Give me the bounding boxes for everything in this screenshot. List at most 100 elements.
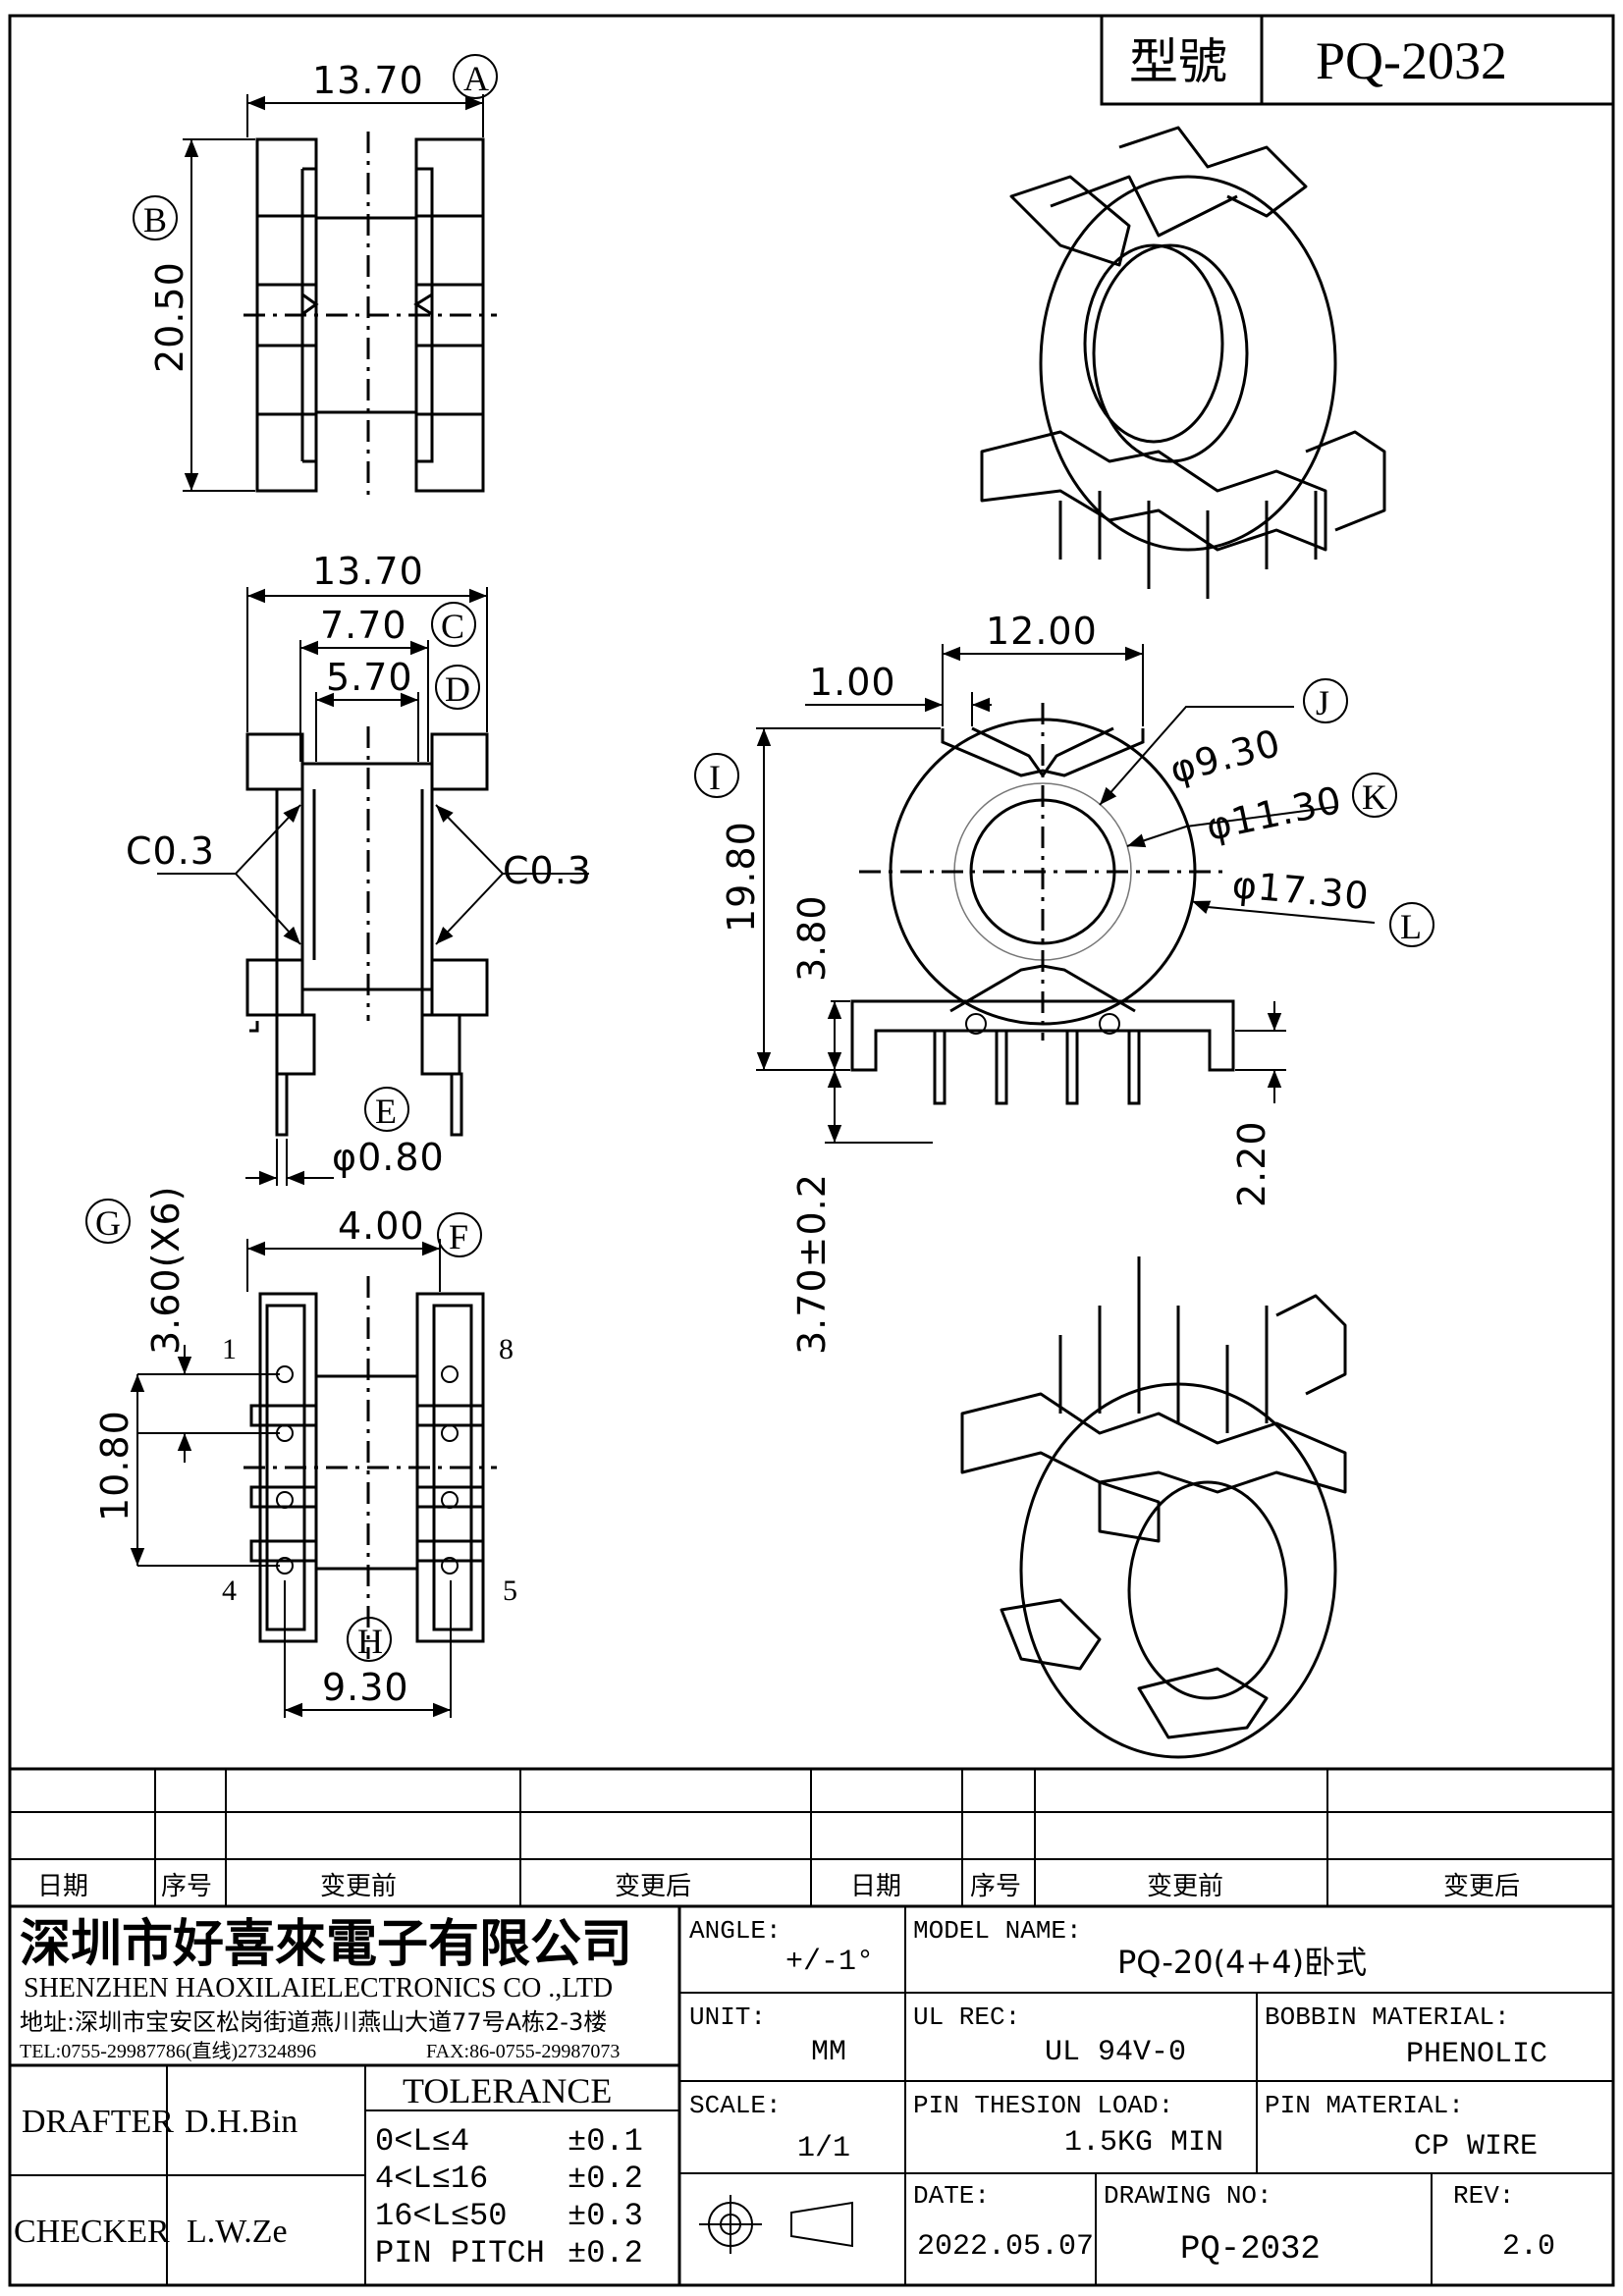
callout-e-circle <box>364 1087 409 1132</box>
rev-header-date-1: 日期 <box>37 1872 88 1901</box>
pin-hole <box>276 1491 294 1509</box>
rev-label: REV: <box>1453 2181 1514 2211</box>
model-header-value: PQ-2032 <box>1316 31 1507 90</box>
callout-d-circle <box>435 665 480 710</box>
angle-label: ANGLE: <box>689 1916 782 1946</box>
dim-dia-k: φ11.30 <box>1203 778 1346 849</box>
company-address: 地址:深圳市宝安区松岗街道燕川燕山大道77号A栋2-3楼 <box>20 2008 607 2036</box>
tol-range-4: PIN PITCH <box>375 2235 545 2271</box>
model-name-value: PQ-20(4+4)卧式 <box>1117 1944 1367 1981</box>
iso-view-bottom <box>960 1256 1347 1759</box>
rev-header-seq-2: 序号 <box>970 1872 1021 1901</box>
callout-k: K <box>1362 777 1387 817</box>
pin-label-1: 1 <box>222 1333 237 1365</box>
drawing-no-label: DRAWING NO: <box>1104 2181 1272 2211</box>
tol-range-2: 4<L≤16 <box>375 2161 488 2197</box>
dim-front-height: 19.80 <box>720 821 763 933</box>
dim-chamfer-right: C0.3 <box>503 849 592 892</box>
pin-hole <box>441 1491 459 1509</box>
pin-mat-value: CP WIRE <box>1414 2130 1538 2163</box>
ul-label: UL REC: <box>913 2002 1020 2032</box>
dim-top-width: 13.70 <box>312 59 424 102</box>
dim-dia-l: φ17.30 <box>1230 863 1371 918</box>
callout-f: F <box>449 1217 468 1256</box>
drafter-label: DRAFTER <box>22 2104 174 2140</box>
checker-label: CHECKER <box>14 2214 170 2250</box>
callout-b: B <box>143 200 167 240</box>
revision-table <box>10 1767 1613 1908</box>
rev-header-after-1: 变更后 <box>615 1872 691 1901</box>
callout-l: L <box>1400 907 1422 946</box>
dim-front-width: 12.00 <box>986 610 1098 653</box>
callout-e: E <box>375 1092 397 1131</box>
model-header-label: 型號 <box>1129 33 1227 90</box>
callout-h-circle <box>347 1617 392 1662</box>
pin-label-8: 8 <box>499 1333 514 1365</box>
checker-value: L.W.Ze <box>187 2214 288 2250</box>
tol-range-3: 16<L≤50 <box>375 2198 507 2234</box>
callout-i: I <box>709 758 721 797</box>
dim-chamfer-left: C0.3 <box>126 829 215 873</box>
date-value: 2022.05.07 <box>917 2230 1094 2264</box>
tolerance-title: TOLERANCE <box>403 2071 612 2110</box>
callout-k-circle <box>1352 773 1397 818</box>
dim-side-width: 13.70 <box>312 550 424 593</box>
bobbin-label: BOBBIN MATERIAL: <box>1265 2002 1510 2032</box>
dim-row-spacing: 9.30 <box>322 1666 409 1709</box>
pin-mat-label: PIN MATERIAL: <box>1265 2091 1464 2120</box>
dim-pin-spacing: 4.00 <box>338 1204 425 1248</box>
callout-f-circle <box>437 1212 482 1257</box>
tol-range-1: 0<L≤4 <box>375 2123 469 2160</box>
callout-a: A <box>463 59 489 98</box>
pin-label-4: 4 <box>222 1575 237 1607</box>
load-value: 1.5KG MIN <box>1064 2126 1223 2160</box>
dim-front-base: 3.80 <box>790 894 834 982</box>
callout-g-circle <box>85 1199 131 1244</box>
tol-value-2: ±0.2 <box>568 2161 643 2197</box>
title-block-grid <box>10 1906 1613 2285</box>
callout-h: H <box>357 1622 383 1661</box>
side-view <box>157 587 589 1186</box>
drafter-value: D.H.Bin <box>185 2104 298 2140</box>
pin-hole <box>276 1424 294 1442</box>
sheet-border <box>8 14 1615 2287</box>
pin-hole <box>276 1365 294 1383</box>
bobbin-value: PHENOLIC <box>1406 2038 1547 2071</box>
company-name-cn: 深圳市好喜來電子有限公司 <box>20 1915 632 1974</box>
pin-hole <box>441 1424 459 1442</box>
scale-label: SCALE: <box>689 2091 782 2120</box>
rev-header-after-2: 变更后 <box>1443 1872 1520 1901</box>
company-fax: FAX:86-0755-29987073 <box>426 2041 620 2062</box>
date-label: DATE: <box>913 2181 990 2211</box>
rev-header-seq-1: 序号 <box>161 1872 212 1901</box>
rev-value: 2.0 <box>1502 2230 1555 2264</box>
pin-hole <box>441 1557 459 1575</box>
iso-view-top <box>980 126 1386 599</box>
callout-a-circle <box>453 54 498 99</box>
callout-b-circle <box>133 195 178 240</box>
callout-c-circle <box>431 602 476 647</box>
dim-top-height: 20.50 <box>148 261 191 373</box>
company-tel: TEL:0755-29987786(直线)27324896 <box>20 2040 316 2062</box>
callout-l-circle <box>1389 902 1434 947</box>
dim-side-d: 5.70 <box>326 656 413 699</box>
callout-j: J <box>1316 683 1329 722</box>
callout-i-circle <box>694 753 739 798</box>
dim-side-c: 7.70 <box>320 604 407 647</box>
callout-c: C <box>441 607 464 646</box>
model-header: 型號 PQ-2032 <box>1100 14 1615 106</box>
dim-pin-len: 3.70±0.2 <box>790 1173 834 1355</box>
pin-holes <box>276 1365 459 1575</box>
pin-hole <box>441 1365 459 1383</box>
dim-front-step: 1.00 <box>809 661 896 704</box>
load-label: PIN THESION LOAD: <box>913 2091 1173 2120</box>
dim-pin-span: 10.80 <box>93 1410 136 1522</box>
bottom-view <box>130 1239 497 1718</box>
dim-pitch: 3.60(X6) <box>144 1186 188 1355</box>
drawing-no-value: PQ-2032 <box>1180 2231 1321 2269</box>
company-name-en: SHENZHEN HAOXILAIELECTRONICS CO .,LTD <box>24 1973 613 2003</box>
tol-value-4: ±0.2 <box>568 2235 643 2271</box>
front-view <box>756 644 1376 1144</box>
dim-pin-dia: φ0.80 <box>332 1136 445 1179</box>
